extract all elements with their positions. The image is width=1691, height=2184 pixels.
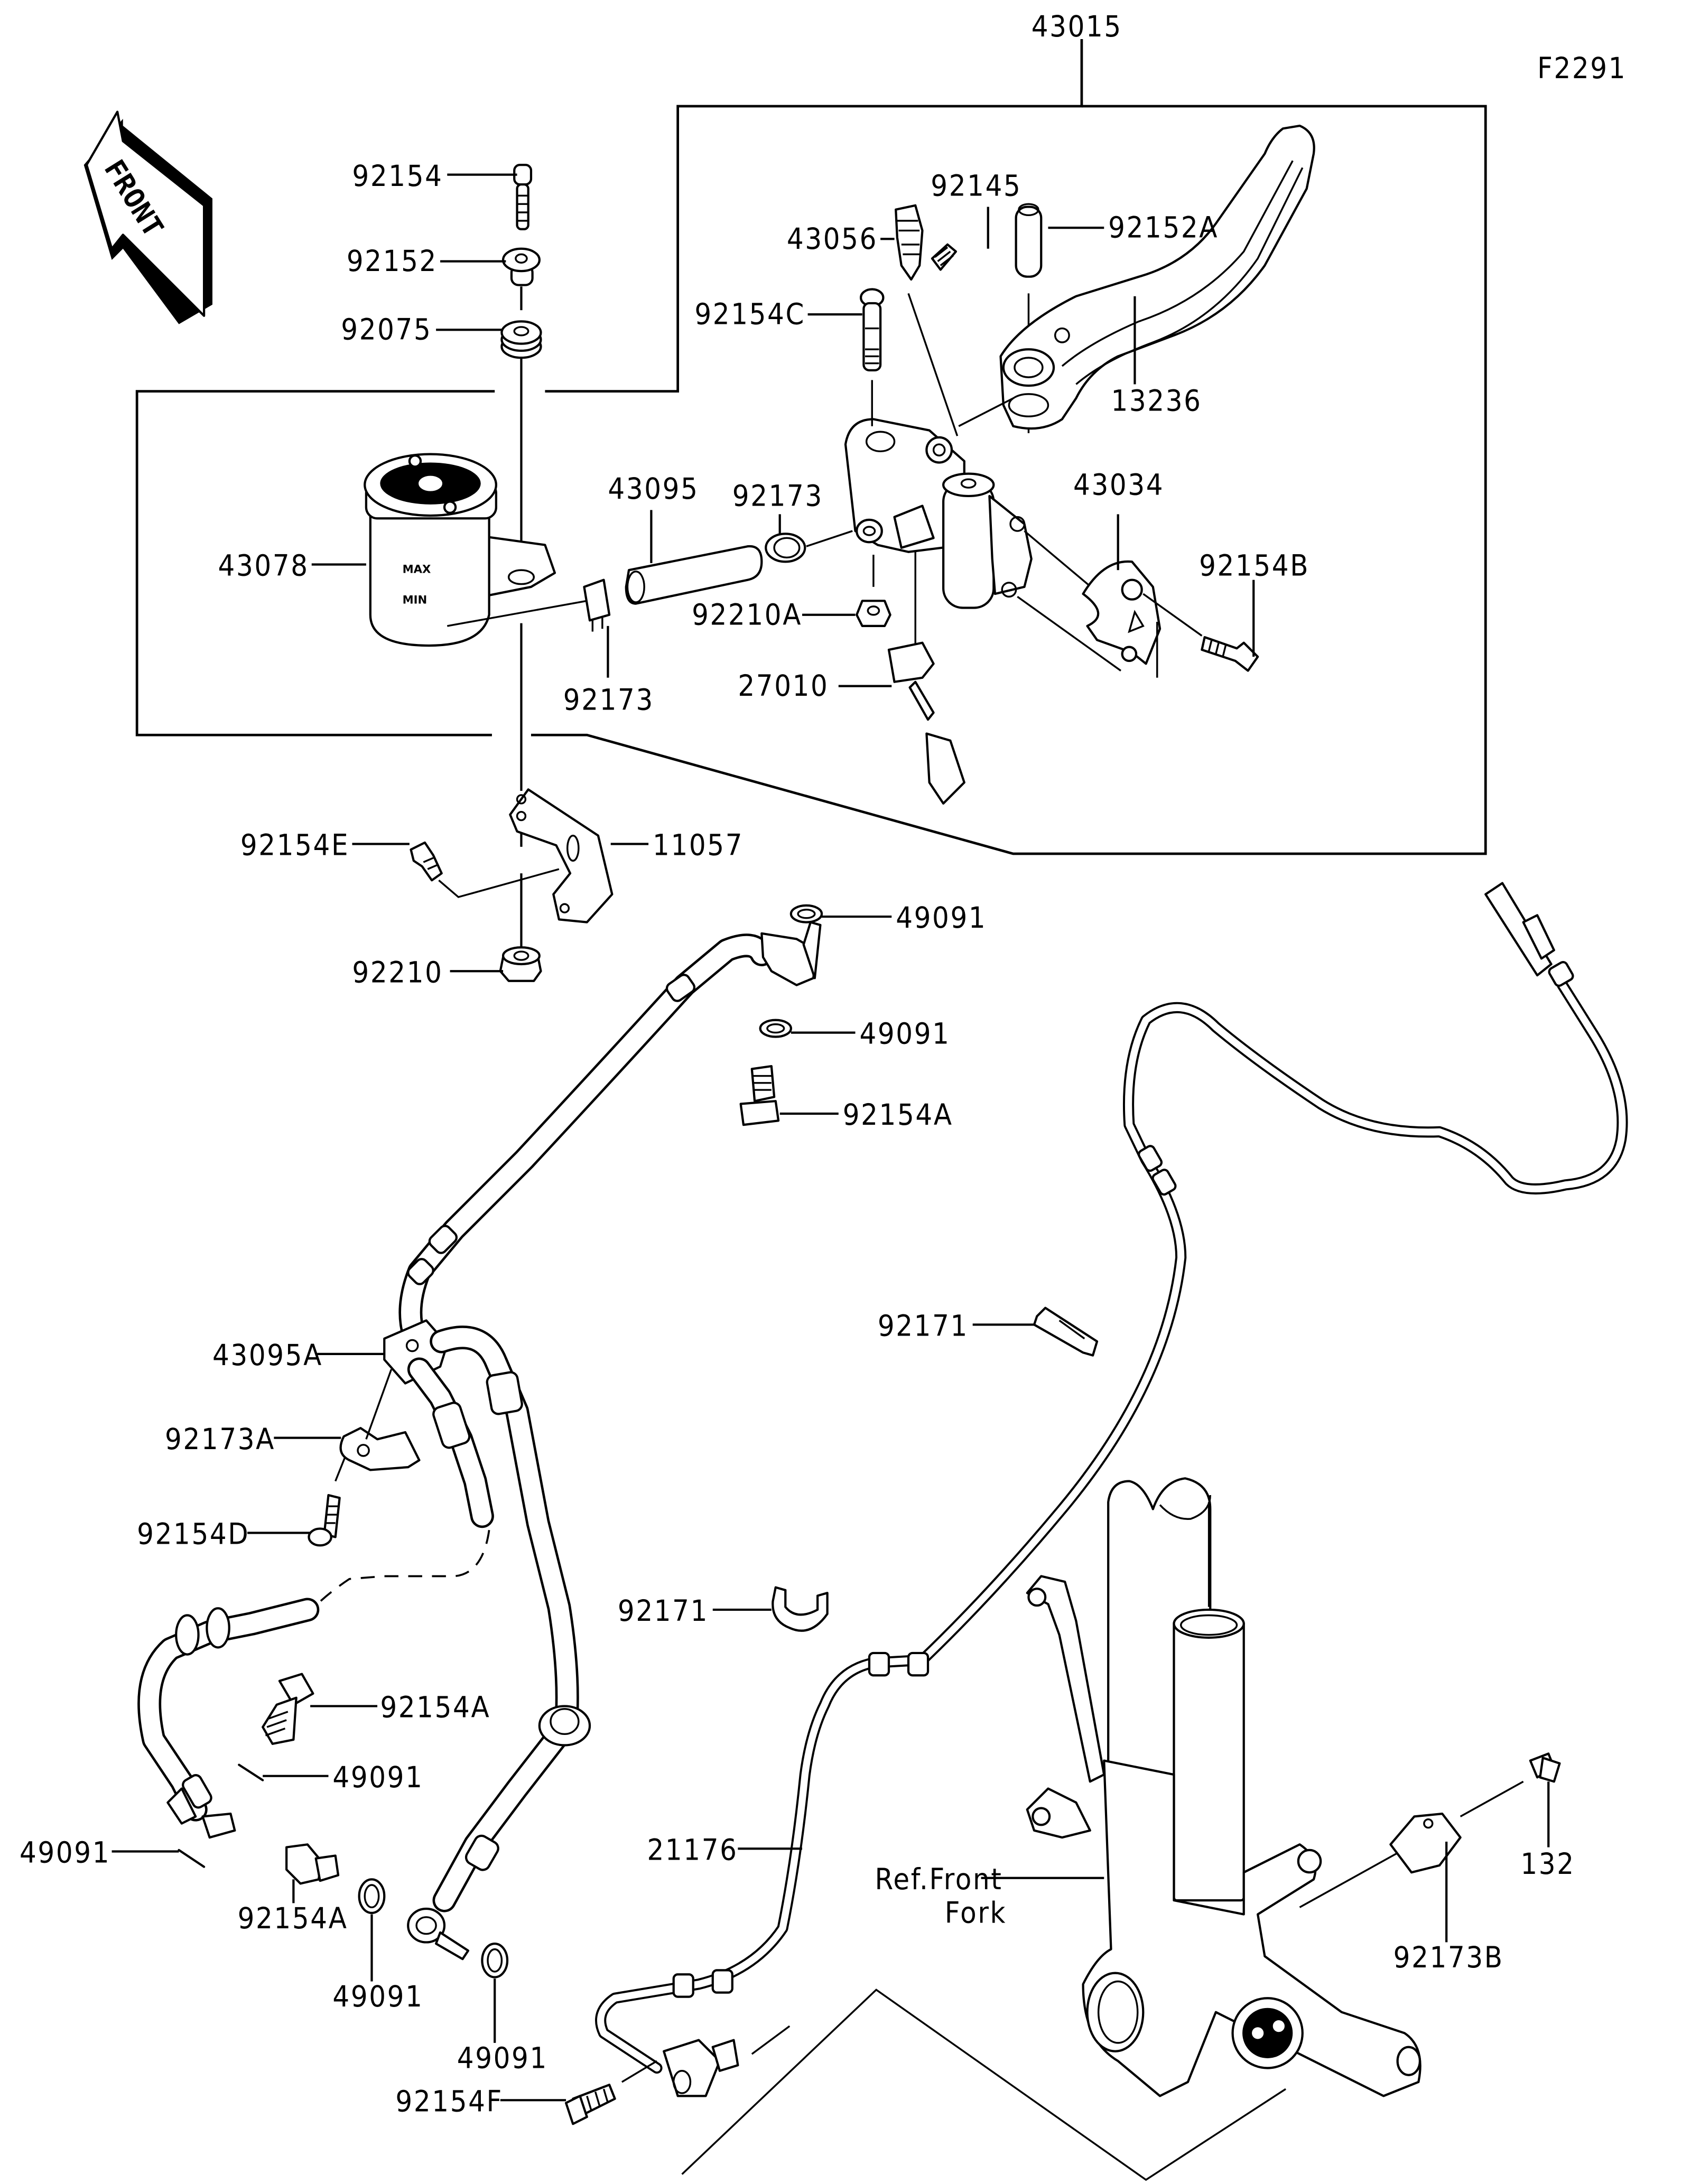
hose-clamp-92173-lower: [583, 578, 611, 632]
max-mark: MAX: [403, 562, 431, 575]
callout-92171-clamp: 92171: [878, 1309, 969, 1343]
washer-49091-e: [358, 1878, 386, 1915]
callout-92154D-bolt: 92154D: [137, 1517, 249, 1552]
brake-light-switch-27010: [887, 552, 965, 805]
reservoir-43078: MAX MIN: [364, 453, 588, 647]
callout-92154E-bracket-bolt: 92154E: [240, 828, 349, 863]
figure-id: F2291: [1537, 51, 1627, 86]
callout-92075-grommet: 92075: [341, 313, 432, 347]
callout-13236-brake-lever: 13236: [1111, 384, 1202, 418]
callout-92154B-clamp-bolt: 92154B: [1199, 549, 1309, 583]
leader-lines: [112, 173, 1550, 2102]
brake-hose-lower-left: [137, 1598, 320, 1839]
callout-92173A-hose-clamp-plate: 92173A: [165, 1422, 275, 1457]
nut-92210: [499, 946, 542, 982]
spring-92145: [931, 243, 958, 271]
sensor-bolt-92154F: [564, 2084, 616, 2125]
callout-43034-holder-clamp: 43034: [1073, 468, 1164, 502]
callout-92171-clamp: 92171: [618, 1594, 709, 1628]
clamp-92171-upper: [1033, 1306, 1099, 1357]
callout-92145-spring: 92145: [931, 169, 1021, 203]
bolt-92154D: [308, 1494, 341, 1547]
reference-note-line: Ref.Front: [875, 1862, 1003, 1897]
callout-92210-nut: 92210: [352, 955, 443, 990]
callout-92154A-banjo-bolt: 92154A: [380, 1691, 490, 1725]
washer-49091-b: [759, 1019, 792, 1038]
callout-43015-master-cylinder-assembly: 43015: [1032, 10, 1122, 44]
callout-92154C-pivot-bolt: 92154C: [694, 297, 805, 332]
grommet-92075: [500, 320, 542, 359]
callout-92173B-clamp: 92173B: [1393, 1940, 1504, 1975]
callout-92173-hose-clamp: 92173: [732, 479, 823, 513]
callout-92152A-collar: 92152A: [1108, 211, 1219, 245]
clamp-92173B: [1389, 1812, 1462, 1874]
collar-92152: [501, 247, 541, 286]
assembly-box: [135, 39, 1487, 855]
holder-clamp-43034: [1082, 560, 1162, 665]
pivot-bolt-92154C: [859, 288, 885, 372]
callout-43095-reservoir-hose: 43095: [608, 472, 699, 506]
washer-49091-f: [481, 1942, 509, 1978]
collar-92152A: [1015, 203, 1043, 278]
callout-92154A-banjo-bolt: 92154A: [238, 1901, 348, 1936]
master-cylinder-body: [844, 418, 1033, 609]
banjo-bolt-92154A-low: [285, 1843, 340, 1885]
callout-43095A-brake-hose: 43095A: [212, 1338, 323, 1373]
front-arrow-icon: FRONT: [83, 110, 212, 324]
clamp-92171-lower: [772, 1586, 829, 1632]
nut-92210A: [856, 600, 891, 628]
bolt-132: [1529, 1752, 1561, 1783]
callout-49091-washer: 49091: [457, 2041, 548, 2075]
abs-sensor-cable-21176: [595, 882, 1628, 2097]
callout-49091-washer: 49091: [332, 1760, 423, 1795]
callout-43056-bleeder-valve: 43056: [787, 222, 878, 256]
brake-lever-13236: [999, 124, 1315, 430]
front-fork-reference: [681, 1477, 1426, 2181]
bolt-92154: [513, 163, 533, 230]
callout-labels: 43015 92154 92152 92075 43056 92145 92152A 9215…: [20, 10, 1575, 2119]
callout-43078-reservoir-tank: 43078: [218, 549, 309, 583]
brake-hose-43095A: [383, 921, 822, 1961]
callout-92173-hose-clamp: 92173: [563, 683, 654, 717]
banjo-bolt-92154A-top: [739, 1065, 780, 1126]
min-mark: MIN: [403, 593, 428, 606]
clamp-bolt-92154B: [1201, 636, 1259, 672]
callout-49091-washer: 49091: [896, 901, 987, 935]
callout-21176-abs-sensor: 21176: [647, 1833, 738, 1867]
reservoir-hose-43095: [625, 545, 763, 605]
callout-92154F-sensor-bolt: 92154F: [395, 2084, 503, 2118]
callout-49091-washer: 49091: [859, 1017, 950, 1051]
callout-132-bolt: 132: [1520, 1847, 1575, 1881]
callout-92152-collar: 92152: [347, 244, 438, 278]
hose-clamp-92173-upper: [765, 533, 806, 563]
hose-clamp-plate-92173A: [339, 1426, 421, 1471]
washer-49091-a: [789, 904, 823, 923]
bracket-bolt-92154E: [410, 841, 443, 882]
banjo-bolt-92154A-mid: [262, 1673, 314, 1745]
callout-49091-washer: 49091: [20, 1836, 110, 1870]
reference-note-line: Fork: [945, 1896, 1007, 1930]
callout-27010-brake-light-switch: 27010: [738, 669, 829, 703]
callout-49091-washer: 49091: [332, 1980, 423, 2014]
callout-11057-reservoir-bracket: 11057: [653, 828, 744, 863]
callout-92154-bolt: 92154: [352, 159, 443, 193]
callout-92154A-banjo-bolt: 92154A: [843, 1098, 953, 1132]
reservoir-bracket-11057: [509, 788, 614, 923]
washer-49091-d: [178, 1849, 206, 1868]
washer-49091-c: [238, 1763, 264, 1781]
bleeder-valve-43056: [895, 204, 924, 281]
callout-92210A-nut: 92210A: [692, 598, 802, 632]
